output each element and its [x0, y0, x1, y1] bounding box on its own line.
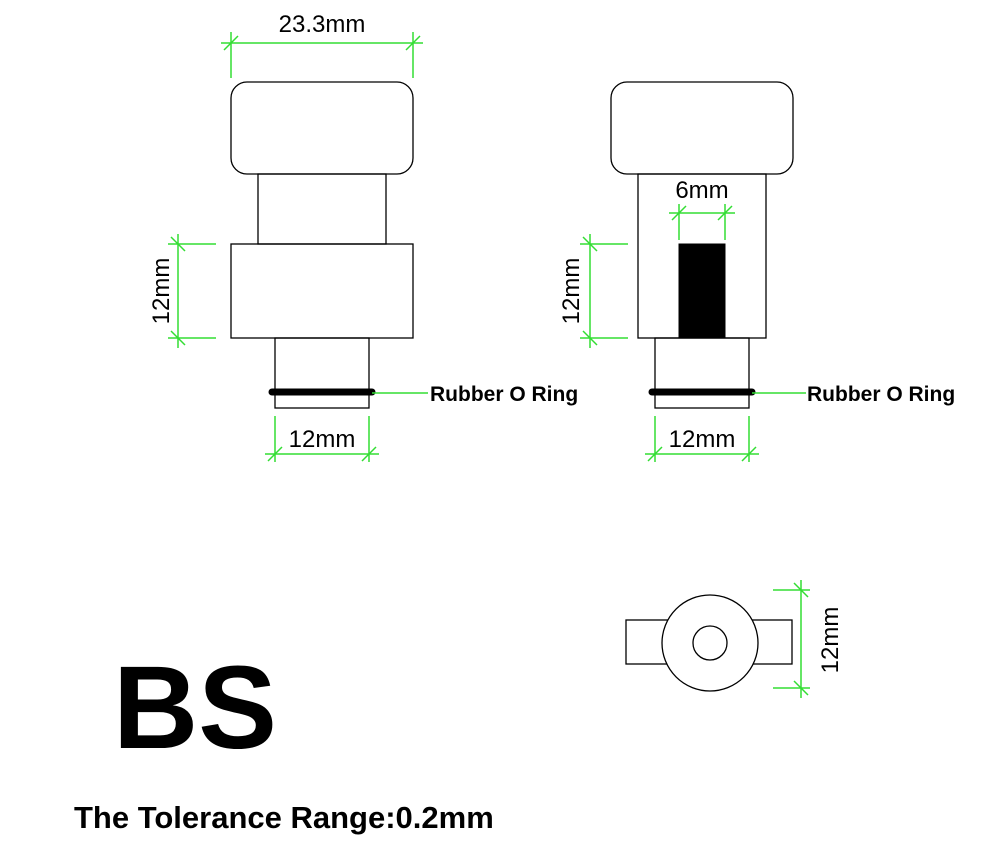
dimension-label-top-width: 23.3mm [279, 11, 366, 38]
neck-left [257, 173, 387, 245]
callout-label-left-oring: Rubber O Ring [430, 383, 578, 406]
front-view-left [230, 81, 414, 409]
band-left [230, 243, 414, 339]
dimension-label-left-tip: 12mm [289, 426, 356, 453]
side-view-right [610, 81, 794, 409]
callout-label-right-oring: Rubber O Ring [807, 383, 955, 406]
slot-right [678, 243, 726, 339]
model-code: BS [113, 642, 277, 774]
dimension-label-right-tip: 12mm [669, 426, 736, 453]
dimension-label-end-view: 12mm [817, 607, 844, 674]
dimension-top-width: 23.3mm [221, 11, 423, 78]
dimension-end-view-height: 12mm [773, 580, 844, 698]
callout-right-oring: Rubber O Ring [752, 383, 955, 406]
dimension-slot-width: 6mm [669, 177, 735, 240]
dimension-label-left-band: 12mm [148, 258, 175, 325]
tolerance-note: The Tolerance Range:0.2mm [74, 800, 494, 835]
dimension-label-right-band: 12mm [558, 258, 585, 325]
callout-left-oring: Rubber O Ring [372, 383, 578, 406]
end-view-outer-circle [661, 594, 759, 692]
end-view [625, 594, 793, 692]
dimension-label-slot: 6mm [675, 177, 728, 204]
cap-left [230, 81, 414, 175]
cap-right [610, 81, 794, 175]
dimension-left-band-height: 12mm [148, 234, 216, 348]
tip-right [654, 337, 750, 409]
dimension-right-tip-width: 12mm [645, 416, 759, 462]
dimension-right-band-height: 12mm [558, 234, 628, 348]
end-view-bore [692, 625, 728, 661]
tip-left [274, 337, 370, 409]
dimension-left-tip-width: 12mm [265, 416, 379, 462]
